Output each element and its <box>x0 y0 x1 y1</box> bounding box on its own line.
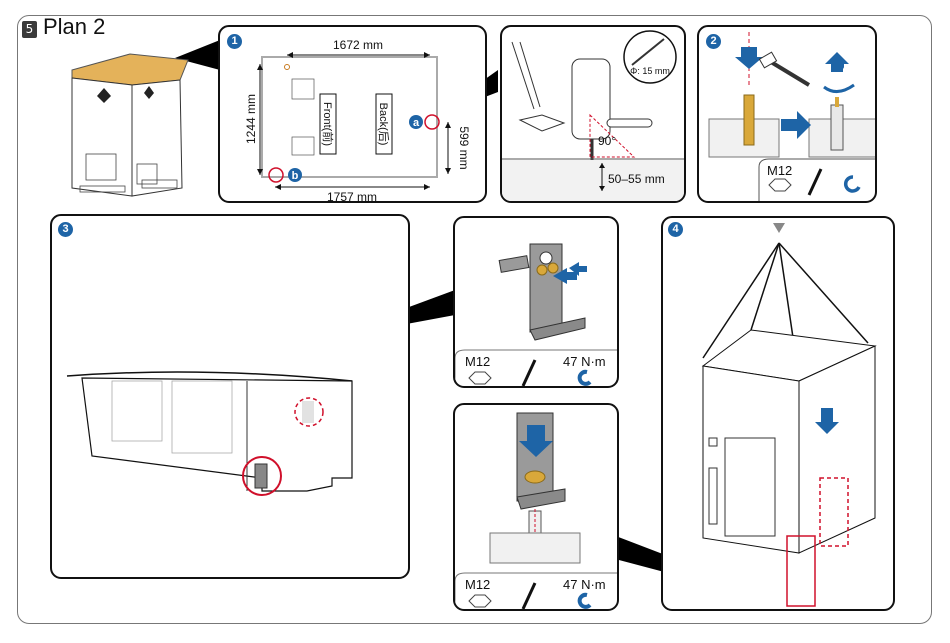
panel-step-3-bracket-location: 3 <box>50 214 410 579</box>
drill-depth: 50–55 mm <box>608 172 665 186</box>
marker-a-label: a <box>413 117 420 129</box>
bolt-size-label: M12 <box>465 577 490 592</box>
panel-drilling: Φ: 15 mm 90° 50–55 mm <box>500 25 686 203</box>
marker-b-label: b <box>292 170 299 182</box>
label-front: Front(前) <box>321 102 335 146</box>
base-outline <box>262 57 437 177</box>
bolt-size-label: M12 <box>767 163 792 178</box>
cabinet-front <box>703 366 799 553</box>
packaged-cabinet-illustration <box>60 48 195 203</box>
panel-step-4-lift-cabinet: 4 <box>661 216 895 611</box>
clockwise-icon <box>580 372 590 384</box>
rotate-arrow-icon <box>824 85 854 92</box>
drill-icon <box>572 59 610 139</box>
torque-label: 47 N·m <box>563 577 606 592</box>
dimension-top: 1672 mm <box>333 38 383 52</box>
panel-step-2-anchor-bolt: 2 M12 <box>697 25 877 203</box>
bolt-size-label: M12 <box>465 354 490 369</box>
hole-b-circle <box>269 168 283 182</box>
hexagon-nut-icon <box>469 372 491 384</box>
panel-step-1-hole-layout: 1 a b 1672 mm 1757 mm 1244 mm 599 mm Fro… <box>218 25 487 203</box>
label-back: Back(后) <box>377 103 390 146</box>
cabinet-base <box>82 378 352 491</box>
hexagon-nut-icon <box>769 179 791 191</box>
dimension-left: 1244 mm <box>244 94 258 144</box>
anchor-bolt-installed <box>831 105 843 150</box>
panel-bracket-attach: M12 47 N·m <box>453 216 619 388</box>
panel-bracket-anchor: M12 47 N·m <box>453 403 619 611</box>
anchor-bolt-gold <box>744 95 754 145</box>
crane-hook-icon <box>773 223 785 233</box>
arrow-down-icon <box>735 47 763 69</box>
socket-wrench-icon <box>523 360 535 386</box>
dimension-right: 599 mm <box>457 126 471 169</box>
drill-angle: 90° <box>598 134 616 148</box>
socket-wrench-icon <box>523 583 535 609</box>
hammer-icon <box>771 62 809 85</box>
cabinet-side <box>799 346 875 553</box>
socket-wrench-icon <box>809 169 821 195</box>
hexagon-nut-icon <box>469 595 491 607</box>
drill-diameter: Φ: 15 mm <box>630 66 670 76</box>
counterclockwise-icon <box>846 177 859 191</box>
dimension-bottom: 1757 mm <box>327 190 377 201</box>
torque-label: 47 N·m <box>563 354 606 369</box>
arrow-right-icon <box>781 111 811 139</box>
hole-marker <box>285 65 290 70</box>
clockwise-icon <box>580 595 590 607</box>
